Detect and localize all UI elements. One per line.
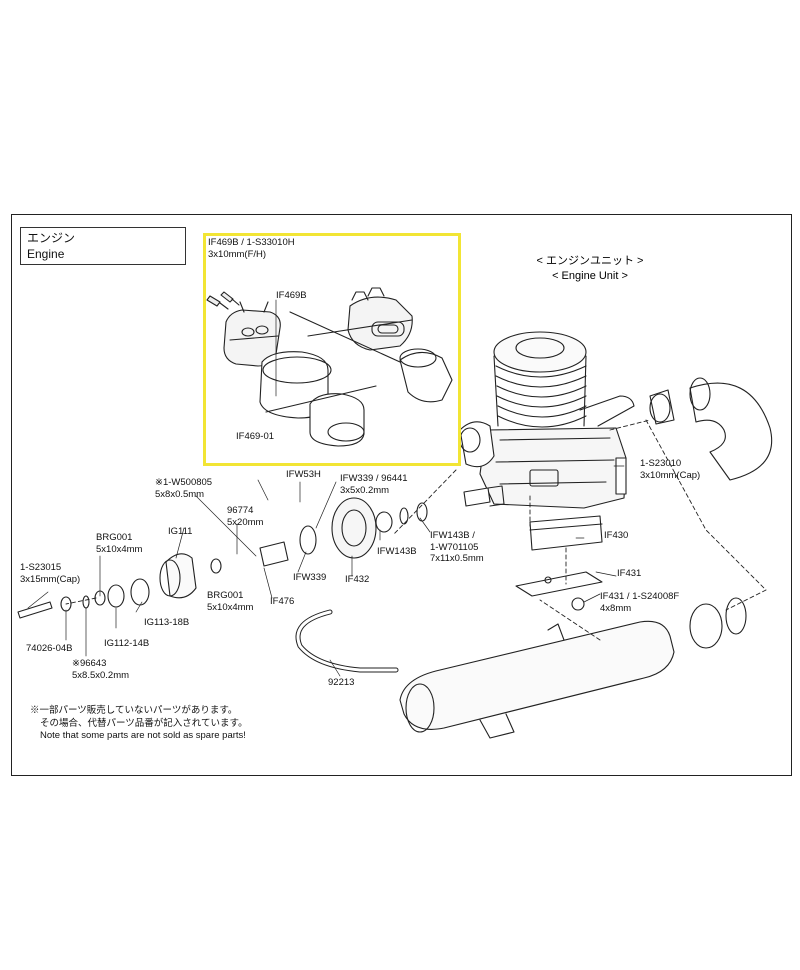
label-if469b: IF469B [276, 290, 307, 301]
pinion-gears [107, 578, 150, 608]
assembly-dashed-lines [65, 419, 767, 641]
note-line-1: ※一部パーツ販売していないパーツがあります。 [30, 705, 238, 716]
muffler [399, 620, 675, 739]
spare-parts-note: ※一部パーツ販売していないパーツがあります。 その場合、代替パーツ品番が記入され… [30, 705, 248, 743]
label-if430: IF430 [604, 530, 629, 541]
engine-mount-block [529, 515, 603, 551]
note-line-3: Note that some parts are not sold as spa… [40, 730, 246, 741]
clutch-spring [259, 541, 289, 567]
diagram-frame [11, 214, 792, 776]
label-ifw53h: IFW53H [286, 469, 321, 480]
title-box: エンジン Engine [20, 227, 186, 265]
fuel-line [295, 609, 399, 673]
intake-tube [399, 348, 453, 403]
note-line-2: その場合、代替パーツ品番が記入されています。 [40, 717, 248, 729]
mount-screw [571, 597, 585, 611]
engine-unit-english: < Engine Unit > [552, 270, 628, 282]
label-ifw143b: IFW143B [377, 546, 417, 557]
bearings [94, 558, 222, 606]
label-if469-01: IF469-01 [236, 431, 275, 442]
cap-screw-left [17, 601, 53, 619]
filter-foam-small [309, 393, 365, 447]
title-japanese: エンジン [27, 231, 76, 245]
air-filter-group [206, 287, 453, 447]
label-74026-04b: 74026-04B [26, 643, 73, 654]
label-if432: IF432 [345, 574, 370, 585]
flywheel [331, 497, 377, 559]
air-filter-highlight-box [203, 233, 461, 466]
label-ig113-18b: IG113-18B [144, 617, 190, 628]
clutch-bell-housing [159, 553, 197, 599]
collet [375, 511, 393, 533]
label-ig112-14b: IG112-14B [104, 638, 150, 649]
cap-screw-right [615, 457, 627, 495]
label-if431: IF431 [617, 568, 642, 579]
engine-unit-label: < エンジンユニット > < Engine Unit > [530, 254, 650, 284]
title-english: Engine [27, 247, 65, 261]
label-ifw339: IFW339 [293, 572, 327, 583]
label-ig111: IG111 [168, 526, 193, 537]
crankcase [479, 427, 627, 509]
cylinder-head [493, 331, 587, 428]
muffler-coupler [689, 597, 747, 649]
engine-unit-japanese: < エンジンユニット > [536, 255, 644, 267]
clutch-shoe [299, 525, 317, 555]
label-if476: IF476 [270, 596, 295, 607]
engine-unit [459, 331, 635, 509]
mount-plate [515, 571, 603, 597]
crankshaft [463, 485, 505, 507]
filter-screws [206, 291, 240, 310]
label-92213: 92213 [328, 677, 355, 688]
label-leader-lines [27, 465, 625, 677]
exhaust-manifold [649, 377, 773, 481]
small-washers [60, 595, 90, 612]
washers [399, 502, 428, 525]
